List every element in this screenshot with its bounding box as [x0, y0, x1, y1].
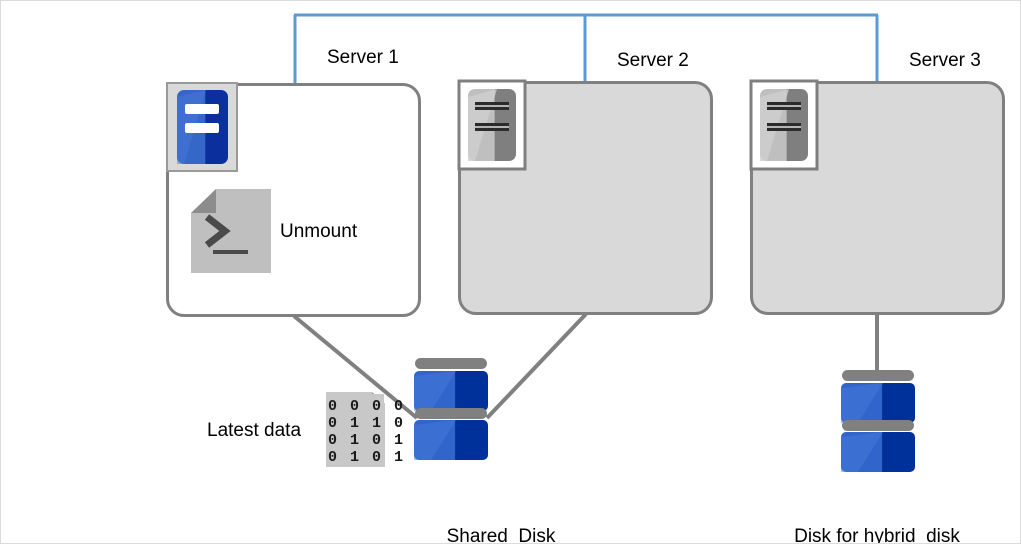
binary-row: 0 1 0 1: [328, 432, 406, 449]
server-3-box[interactable]: [750, 81, 1005, 315]
server3-disk-caption-line1: Disk for hybrid disk: [794, 526, 960, 544]
binary-row: 0 0 0 0: [328, 398, 406, 415]
latest-data-label: Latest data: [207, 420, 302, 441]
connector-server1-shared-disk: [292, 314, 419, 420]
binary-row: 0 1 0 1: [328, 449, 406, 466]
disk-stack-icon: [414, 358, 488, 460]
connector-server2-shared-disk: [485, 312, 588, 420]
server-1-label: Server 1: [327, 47, 399, 68]
server-3-label: Server 3: [909, 50, 981, 71]
shared-disk-caption: Shared Disk for hybrid disk resource: [331, 474, 671, 544]
network-interconnect-bus: [293, 13, 879, 84]
server-standby-icon: [457, 79, 527, 171]
binary-row: 0 1 1 0: [328, 415, 406, 432]
server-2-label: Server 2: [617, 50, 689, 71]
shared-disk-caption-line1: Shared Disk: [446, 526, 556, 544]
script-file-icon[interactable]: [191, 189, 271, 273]
unmount-action-label: Unmount: [280, 221, 358, 242]
server3-disk-caption: Disk for hybrid disk resource: [737, 474, 1017, 544]
binary-data-rows: 0 0 0 0 0 1 1 0 0 1 0 1 0 1 0 1: [328, 394, 406, 466]
disk-stack-icon: [841, 370, 915, 472]
server-active-icon: [166, 82, 238, 172]
server-standby-icon: [749, 79, 819, 171]
